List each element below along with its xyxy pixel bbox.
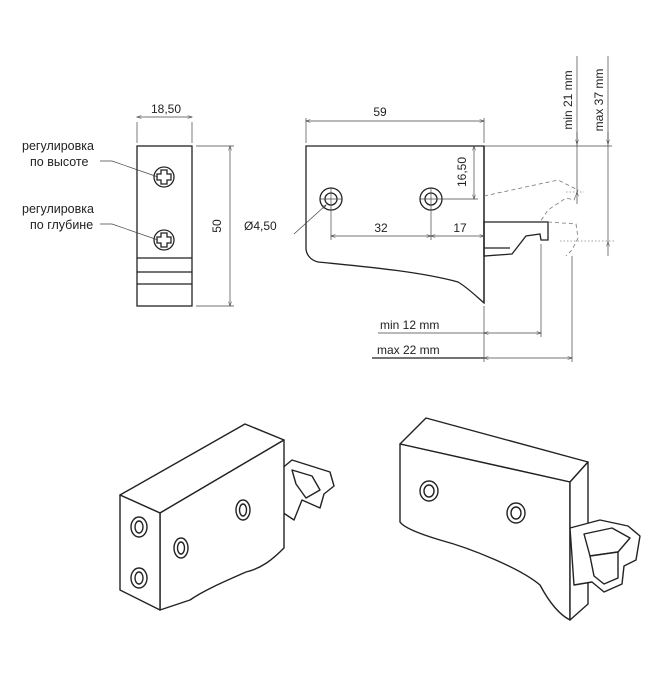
side-view-body <box>305 145 485 305</box>
mounting-hole-icon <box>319 187 343 211</box>
hook-solid <box>483 221 549 257</box>
front-height-dimension: 50 <box>210 219 224 233</box>
min-depth-dimension: min 12 mm <box>380 318 439 332</box>
front-width-dimension: 18,50 <box>151 102 181 116</box>
hole-height-dimension: 16,50 <box>455 157 469 187</box>
side-view: 59 Ø4,50 32 17 16,50 min 21 mm max 37 mm <box>244 56 614 362</box>
min-height-dimension: min 21 mm <box>561 70 575 129</box>
front-view: 18,50 50 регулировка по высоте регулиров… <box>22 102 234 307</box>
depth-adjust-screw-icon <box>153 229 175 251</box>
height-adjust-leader <box>100 160 159 178</box>
mounting-hole-icon <box>419 187 443 211</box>
hook-extended-outline <box>547 221 579 257</box>
hook-raised-outline <box>483 179 579 223</box>
hole-spacing-dimension: 32 <box>374 221 388 235</box>
isometric-view-right <box>399 417 641 621</box>
depth-adjust-label: по глубине <box>30 218 93 232</box>
height-adjust-label: регулировка <box>22 139 94 153</box>
hook-offset-dimension: 17 <box>453 221 467 235</box>
max-depth-dimension: max 22 mm <box>377 343 440 357</box>
depth-adjust-leader <box>100 223 159 241</box>
isometric-view-left <box>119 423 335 611</box>
height-adjust-label: по высоте <box>30 155 88 169</box>
depth-adjust-label: регулировка <box>22 202 94 216</box>
max-height-dimension: max 37 mm <box>592 69 606 132</box>
hole-diameter-dimension: Ø4,50 <box>244 219 277 233</box>
height-adjust-screw-icon <box>153 166 175 188</box>
front-view-body <box>136 145 193 307</box>
side-length-dimension: 59 <box>373 105 387 119</box>
